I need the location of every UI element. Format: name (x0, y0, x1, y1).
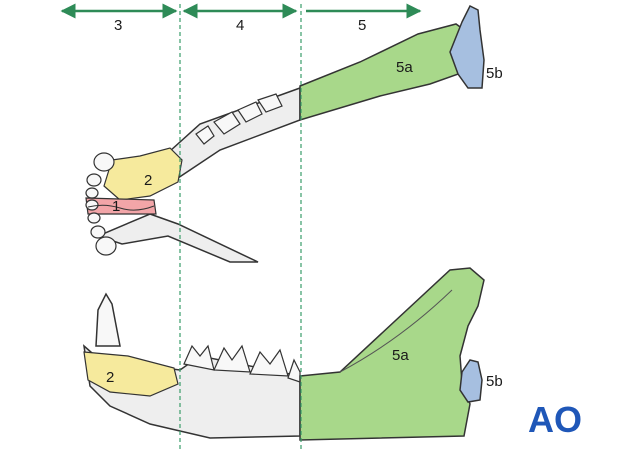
zone-3-label: 3 (114, 17, 122, 34)
region-5b-upper-label: 5b (486, 65, 503, 82)
upper-zone-2 (103, 147, 183, 201)
ao-logo-icon: AO (528, 399, 582, 440)
lower-zone-5a (299, 267, 485, 441)
ao-logo-text: AO (528, 399, 582, 440)
region-5b-lower-label: 5b (486, 373, 503, 390)
zone-dividers (179, 4, 302, 452)
lower-molar-teeth (183, 344, 301, 383)
lower-zone-5b (459, 359, 483, 403)
symphysis-line (87, 204, 155, 211)
upper-zone-5b (449, 4, 485, 89)
upper-zone-5a (299, 23, 471, 122)
region-5a-upper-label: 5a (396, 59, 413, 76)
upper-lower-branch (95, 213, 259, 263)
lower-canine (95, 292, 121, 347)
lower-mandible-view (82, 267, 485, 441)
ramus-ridge-line (339, 289, 453, 373)
lower-zone-2 (83, 351, 179, 397)
region-1-label: 1 (112, 198, 120, 215)
upper-molar-teeth (195, 93, 283, 145)
region-2-lower-label: 2 (106, 369, 114, 386)
region-2-upper-label: 2 (144, 172, 152, 189)
upper-front-teeth (85, 152, 117, 256)
zone-5-label: 5 (358, 17, 366, 34)
region-5a-lower-label: 5a (392, 347, 409, 364)
zone-4-label: 4 (236, 17, 244, 34)
upper-mandible-view (85, 4, 485, 263)
